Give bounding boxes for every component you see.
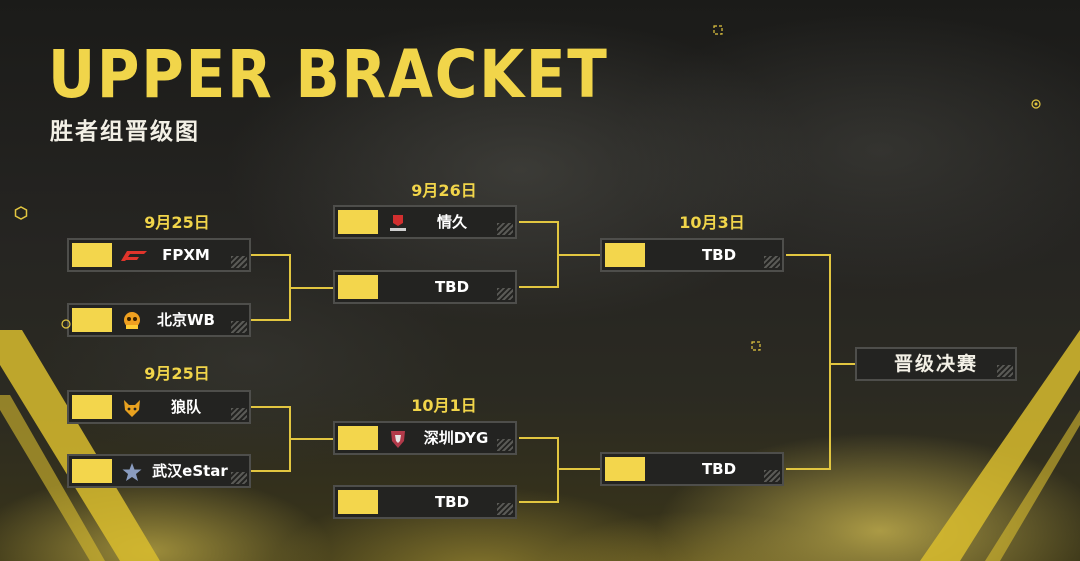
dot-ring-icon	[61, 319, 71, 329]
target-icon	[713, 25, 723, 35]
score-box	[338, 275, 378, 299]
team-slot-tbd: TBD	[333, 270, 517, 304]
team-name: 北京WB	[157, 311, 215, 329]
score-box	[605, 457, 645, 481]
hexagon-icon	[14, 206, 28, 220]
team-name: 狼队	[170, 398, 201, 416]
team-name: 武汉eStar	[152, 462, 228, 480]
score-box	[72, 395, 112, 419]
date-r2-bottom: 10月1日	[411, 396, 477, 415]
dot-ring-icon	[1031, 99, 1041, 109]
qingjiu-logo-icon	[387, 213, 409, 233]
team-name: FPXM	[162, 246, 210, 264]
date-r1-top: 9月25日	[144, 213, 210, 232]
slot-stripes	[231, 256, 247, 268]
wb-monkey-logo-icon	[121, 311, 143, 331]
estar-logo-icon	[121, 462, 143, 482]
team-name: 深圳DYG	[423, 429, 489, 447]
score-box	[605, 243, 645, 267]
date-r1-bottom: 9月25日	[144, 364, 210, 383]
slot-stripes	[497, 439, 513, 451]
team-slot-fpxm: FPXM	[67, 238, 251, 272]
team-name: TBD	[434, 493, 470, 511]
slot-stripes	[231, 408, 247, 420]
final-label: 晋级决赛	[893, 353, 978, 375]
dyg-shield-logo-icon	[387, 429, 409, 449]
slot-stripes	[764, 256, 780, 268]
advance-to-final-box: 晋级决赛	[855, 347, 1017, 381]
slot-stripes	[231, 321, 247, 333]
date-r2-top: 9月26日	[411, 181, 477, 200]
slot-stripes	[764, 470, 780, 482]
team-slot-qingjiu: 情久	[333, 205, 517, 239]
slot-stripes	[997, 365, 1013, 377]
team-name: TBD	[434, 278, 470, 296]
team-slot-wuhan-estar: 武汉eStar	[67, 454, 251, 488]
team-slot-tbd: TBD	[333, 485, 517, 519]
team-slot-beijing-wb: 北京WB	[67, 303, 251, 337]
slot-stripes	[497, 503, 513, 515]
score-box	[72, 459, 112, 483]
wolf-logo-icon	[121, 398, 143, 418]
fpx-logo-icon	[119, 246, 149, 266]
team-name: TBD	[701, 460, 737, 478]
team-slot-shenzhen-dyg: 深圳DYG	[333, 421, 517, 455]
team-name: TBD	[701, 246, 737, 264]
page-title: UPPER BRACKET	[48, 36, 609, 113]
score-box	[338, 426, 378, 450]
team-slot-tbd: TBD	[600, 452, 784, 486]
page-subtitle: 胜者组晋级图	[50, 119, 200, 145]
slot-stripes	[497, 288, 513, 300]
team-slot-tbd: TBD	[600, 238, 784, 272]
slot-stripes	[231, 472, 247, 484]
score-box	[72, 243, 112, 267]
date-r3: 10月3日	[679, 213, 745, 232]
target-icon	[751, 341, 761, 351]
score-box	[338, 490, 378, 514]
team-slot-wolves: 狼队	[67, 390, 251, 424]
score-box	[72, 308, 112, 332]
team-name: 情久	[436, 213, 467, 231]
score-box	[338, 210, 378, 234]
slot-stripes	[497, 223, 513, 235]
